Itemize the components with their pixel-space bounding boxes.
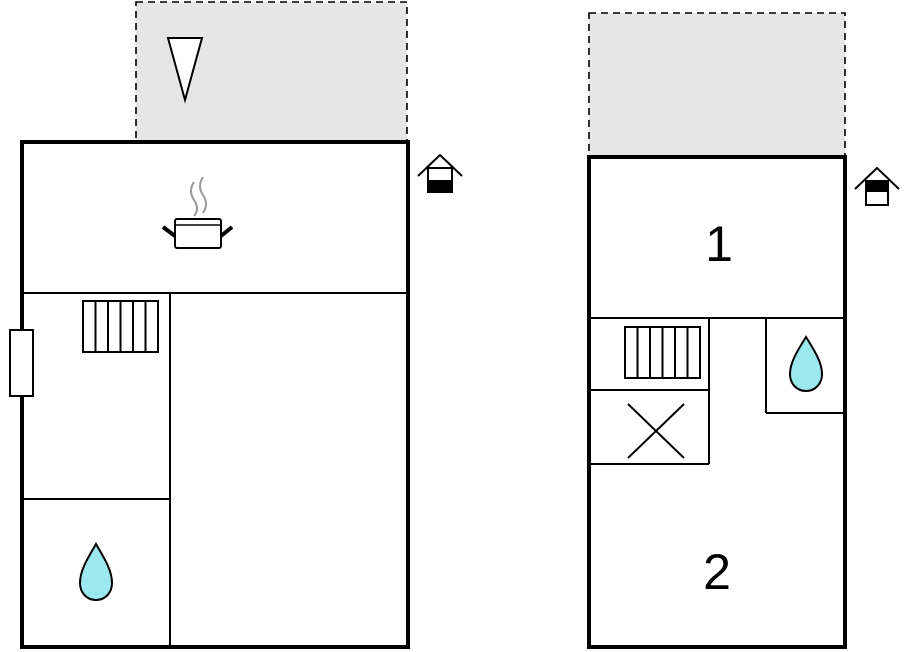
water-drop-icon — [788, 335, 824, 393]
ground-floor — [9, 1, 463, 649]
cooking-pot-icon — [161, 176, 234, 249]
outer-wall-right — [587, 155, 847, 649]
water-drop-icon — [78, 541, 114, 602]
cross-icon — [627, 403, 685, 459]
upper-floor: 1 2 — [587, 12, 900, 649]
window-icon — [9, 329, 34, 397]
house-entrance-icon — [417, 153, 463, 193]
room-number-1: 1 — [705, 216, 733, 272]
terrace-area-upper — [588, 12, 846, 157]
outer-wall-left — [20, 140, 410, 649]
house-entrance-icon — [854, 166, 900, 206]
radiator-icon — [624, 326, 701, 379]
room-number-2: 2 — [703, 544, 731, 600]
terrace-lamp-icon — [166, 37, 204, 104]
radiator-icon — [82, 300, 159, 353]
